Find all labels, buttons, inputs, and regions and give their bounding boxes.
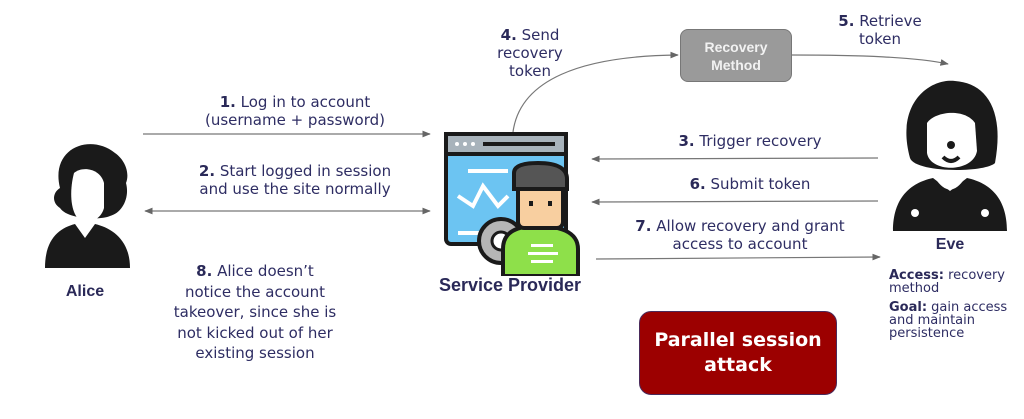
eve-access-value: recovery method bbox=[889, 268, 1005, 296]
step-4-line2: recovery bbox=[497, 44, 563, 62]
step-8-line5: existing session bbox=[195, 344, 315, 362]
arrow-step-7 bbox=[595, 253, 881, 261]
service-provider-icon bbox=[443, 131, 583, 280]
eve-access-label: Access: bbox=[889, 268, 944, 283]
arrow-step-6 bbox=[591, 198, 879, 206]
eve-goal-value: gain access and maintain persistence bbox=[889, 300, 1008, 341]
person-silhouette-icon bbox=[893, 80, 1007, 231]
step-8-line4: not kicked out of her bbox=[177, 323, 333, 342]
step-1-label: 1. Log in to account (username + passwor… bbox=[160, 93, 430, 129]
step-5-number: 5. bbox=[838, 12, 855, 30]
step-4-line3: token bbox=[509, 62, 551, 80]
step-8-line3: takeover, since she is bbox=[173, 303, 337, 321]
step-5-label: 5. Retrieve token bbox=[825, 12, 935, 48]
alice-name: Alice bbox=[65, 283, 105, 300]
step-2-line1: Start logged in session bbox=[219, 162, 392, 180]
person-silhouette-icon bbox=[45, 144, 130, 268]
step-6-number: 6. bbox=[689, 175, 706, 193]
step-6-label: 6. Submit token bbox=[640, 175, 860, 193]
eve-info: Access: recovery method Goal: gain acces… bbox=[889, 269, 1024, 346]
step-7-line1: Allow recovery and grant bbox=[656, 217, 845, 235]
attack-title-box: Parallel session attack bbox=[639, 311, 837, 395]
step-4-number: 4. bbox=[500, 26, 517, 44]
step-3-number: 3. bbox=[678, 132, 695, 150]
step-1-line2: (username + password) bbox=[204, 111, 385, 129]
step-1-line1: Log in to account bbox=[240, 93, 371, 111]
step-2-line2: and use the site normally bbox=[199, 180, 391, 198]
step-7-number: 7. bbox=[635, 217, 652, 235]
step-2-number: 2. bbox=[198, 162, 216, 180]
step-5-line1: Retrieve bbox=[859, 12, 922, 30]
service-provider-name: Service Provider bbox=[438, 275, 582, 295]
recovery-method-line1: Recovery bbox=[704, 38, 768, 55]
eve-access: Access: recovery method bbox=[889, 269, 1024, 295]
arrow-step-4 bbox=[512, 51, 679, 133]
step-4-label: 4. Send recovery token bbox=[490, 26, 570, 80]
attack-title-line1: Parallel session bbox=[654, 329, 822, 351]
attack-title-line2: attack bbox=[704, 354, 772, 376]
step-6-line1: Submit token bbox=[710, 175, 811, 193]
step-7-line2: access to account bbox=[672, 235, 808, 253]
recovery-method-line2: Method bbox=[711, 56, 761, 73]
eve-goal: Goal: gain access and maintain persisten… bbox=[889, 301, 1024, 340]
step-4-line1: Send bbox=[521, 26, 560, 44]
step-3-line1: Trigger recovery bbox=[699, 132, 822, 150]
arrow-step-5 bbox=[790, 54, 949, 66]
arrow-step-3 bbox=[591, 155, 879, 163]
step-8-line2: notice the account bbox=[184, 282, 326, 301]
step-2-label: 2. Start logged in session and use the s… bbox=[160, 162, 430, 198]
step-8-number: 8. bbox=[196, 262, 213, 280]
step-8-label: 8. Alice doesn’t notice the account take… bbox=[160, 261, 350, 364]
step-7-label: 7. Allow recovery and grant access to ac… bbox=[620, 217, 860, 253]
alice-avatar bbox=[30, 128, 140, 282]
step-8-line1: Alice doesn’t bbox=[217, 262, 314, 280]
step-1-number: 1. bbox=[219, 93, 236, 111]
step-3-label: 3. Trigger recovery bbox=[640, 132, 860, 150]
eve-avatar bbox=[885, 73, 1015, 239]
eve-goal-label: Goal: bbox=[889, 300, 928, 315]
developer-dashboard-icon bbox=[444, 132, 580, 278]
step-5-line2: token bbox=[859, 30, 901, 48]
eve-name: Eve bbox=[935, 236, 965, 253]
